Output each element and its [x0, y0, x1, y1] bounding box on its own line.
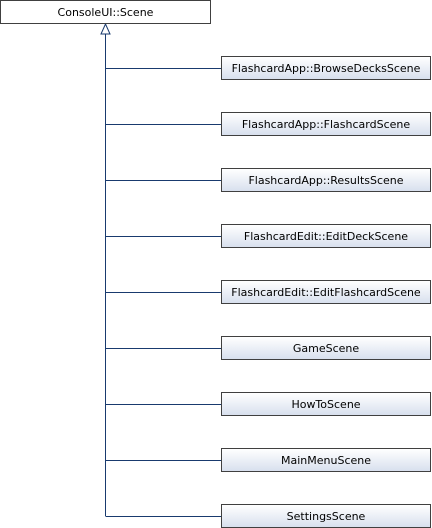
derived-class-node[interactable]: FlashcardEdit::EditDeckScene — [221, 224, 431, 248]
derived-class-label: FlashcardApp::BrowseDecksScene — [231, 61, 421, 75]
derived-class-label: FlashcardApp::FlashcardScene — [241, 117, 411, 131]
derived-class-node[interactable]: GameScene — [221, 336, 431, 360]
derived-class-label: FlashcardApp::ResultsScene — [248, 173, 404, 187]
derived-class-node[interactable]: HowToScene — [221, 392, 431, 416]
derived-class-node[interactable]: MainMenuScene — [221, 448, 431, 472]
derived-class-node[interactable]: SettingsScene — [221, 504, 431, 528]
derived-class-label: HowToScene — [291, 397, 361, 411]
derived-class-label: MainMenuScene — [281, 453, 371, 467]
derived-class-label: FlashcardEdit::EditFlashcardScene — [231, 285, 421, 299]
base-class-label: ConsoleUI::Scene — [57, 5, 154, 19]
base-class-node[interactable]: ConsoleUI::Scene — [0, 0, 211, 24]
derived-class-node[interactable]: FlashcardApp::BrowseDecksScene — [221, 56, 431, 80]
derived-class-label: FlashcardEdit::EditDeckScene — [243, 229, 409, 243]
derived-class-label: SettingsScene — [286, 509, 366, 523]
derived-class-node[interactable]: FlashcardApp::ResultsScene — [221, 168, 431, 192]
inheritance-arrowhead-icon — [100, 22, 111, 35]
derived-class-node[interactable]: FlashcardEdit::EditFlashcardScene — [221, 280, 431, 304]
derived-class-label: GameScene — [292, 341, 360, 355]
derived-class-node[interactable]: FlashcardApp::FlashcardScene — [221, 112, 431, 136]
